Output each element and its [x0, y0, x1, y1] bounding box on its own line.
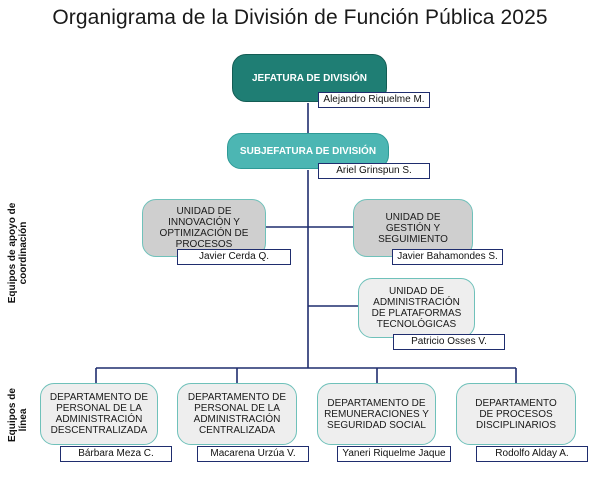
chart-title: Organigrama de la División de Función Pú… — [52, 6, 548, 29]
side-label-line-1: Equipos de — [7, 388, 18, 442]
department-disciplinarios-box[interactable]: DEPARTAMENTO DE PROCESOS DISCIPLINARIOS — [456, 383, 576, 445]
jefatura-person: Alejandro Riquelme M. — [318, 92, 430, 108]
department-disciplinarios-label: DEPARTAMENTO DE PROCESOS DISCIPLINARIOS — [475, 397, 557, 431]
support-unit-gestion-label: UNIDAD DE GESTIÓN Y SEGUIMIENTO — [378, 211, 448, 245]
side-label-support-line-1: Equipos de apoyo de — [7, 202, 18, 304]
department-centralizada-person: Macarena Urzúa V. — [197, 446, 309, 462]
support-unit-plataformas-box[interactable]: UNIDAD DE ADMINISTRACIÓN DE PLATAFORMAS … — [358, 278, 475, 338]
subjefatura-person: Ariel Grinspun S. — [318, 163, 430, 179]
support-unit-plataformas-person: Patricio Osses V. — [393, 334, 505, 350]
department-remuneraciones-box[interactable]: DEPARTAMENTO DE REMUNERACIONES Y SEGURID… — [317, 383, 436, 445]
support-unit-plataformas-label: UNIDAD DE ADMINISTRACIÓN DE PLATAFORMAS … — [371, 286, 462, 330]
subjefatura-unit-label: SUBJEFATURA DE DIVISIÓN — [239, 145, 377, 157]
side-label-support: Equipos de apoyo de coordinación — [7, 193, 29, 313]
support-unit-innovacion-label: UNIDAD DE INNOVACIÓN Y OPTIMIZACIÓN DE P… — [159, 206, 249, 250]
department-disciplinarios-person: Rodolfo Alday A. — [476, 446, 588, 462]
support-unit-innovacion-person: Javier Cerda Q. — [177, 249, 291, 265]
side-label-line: Equipos de línea — [7, 388, 29, 442]
department-centralizada-box[interactable]: DEPARTAMENTO DE PERSONAL DE LA ADMINISTR… — [177, 383, 297, 445]
side-label-line-2: línea — [18, 408, 29, 432]
department-centralizada-label: DEPARTAMENTO DE PERSONAL DE LA ADMINISTR… — [187, 392, 287, 436]
department-descentralizada-person: Bárbara Meza C. — [60, 446, 172, 462]
department-remuneraciones-person: Yaneri Riquelme Jaque — [337, 446, 451, 462]
support-unit-gestion-box[interactable]: UNIDAD DE GESTIÓN Y SEGUIMIENTO — [353, 199, 473, 257]
support-unit-gestion-person: Javier Bahamondes S. — [392, 249, 503, 265]
department-remuneraciones-label: DEPARTAMENTO DE REMUNERACIONES Y SEGURID… — [324, 397, 429, 431]
support-unit-innovacion-box[interactable]: UNIDAD DE INNOVACIÓN Y OPTIMIZACIÓN DE P… — [142, 199, 266, 257]
side-label-support-line-2: coordinación — [18, 221, 29, 285]
department-descentralizada-box[interactable]: DEPARTAMENTO DE PERSONAL DE LA ADMINISTR… — [40, 383, 158, 445]
department-descentralizada-label: DEPARTAMENTO DE PERSONAL DE LA ADMINISTR… — [49, 392, 149, 436]
jefatura-unit-label: JEFATURA DE DIVISIÓN — [251, 72, 367, 84]
